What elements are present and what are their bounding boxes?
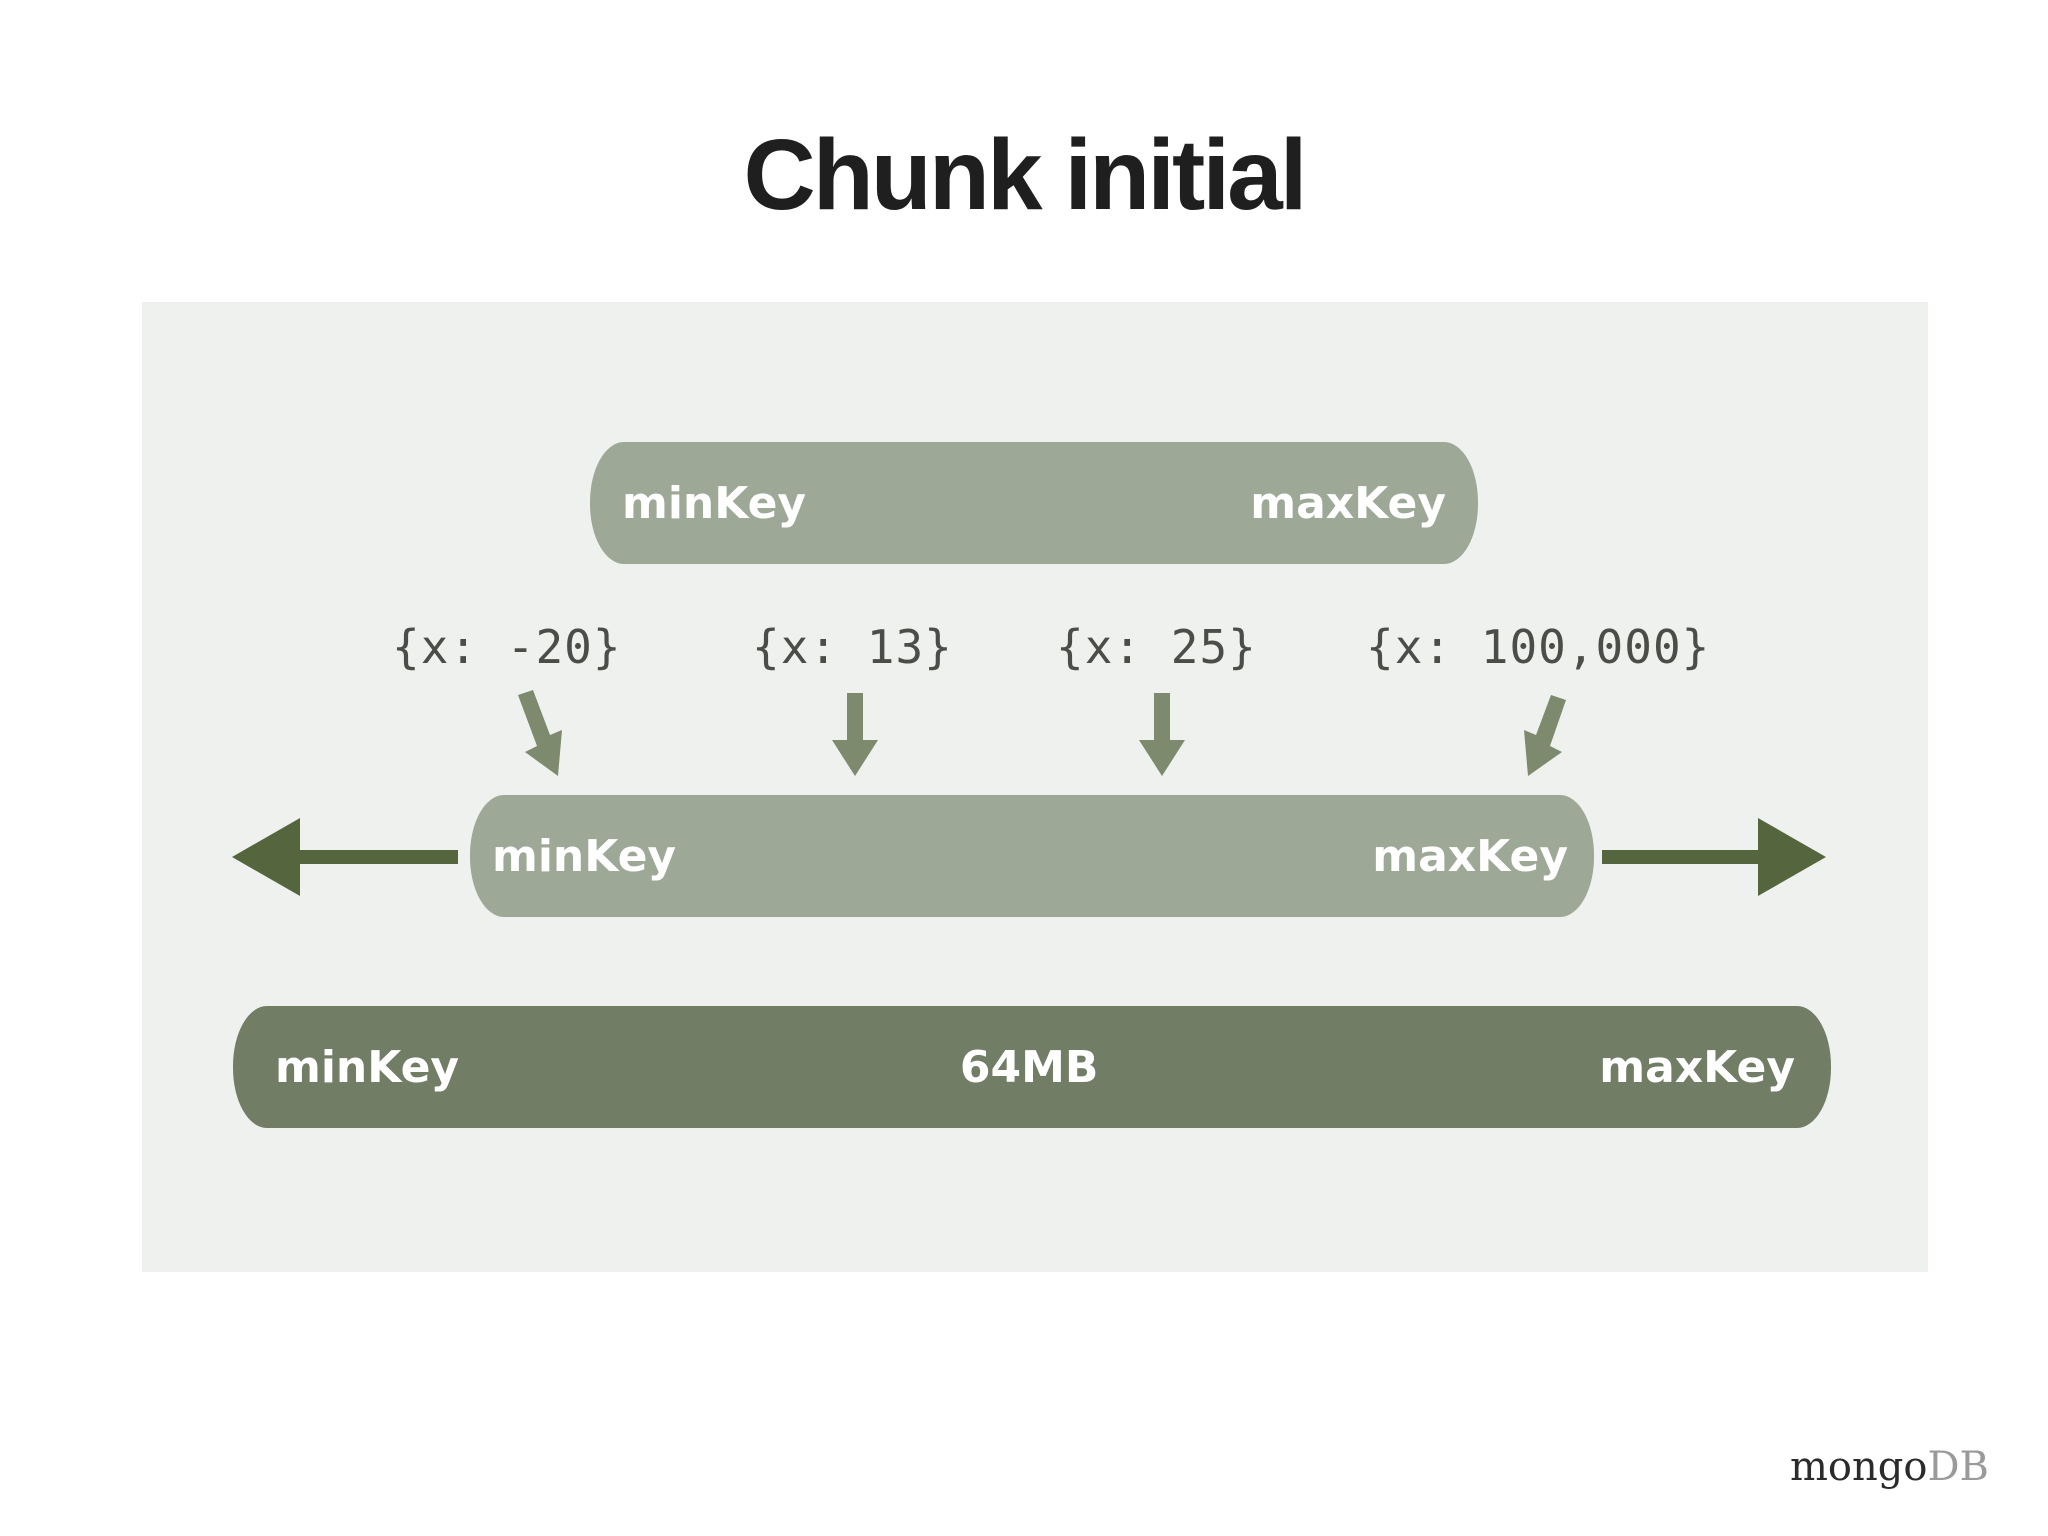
logo-text-mongo: mongo	[1790, 1444, 1928, 1490]
middle-chunk-max-label: maxKey	[1372, 830, 1568, 882]
bottom-chunk-bar: minKey 64MB maxKey	[233, 1006, 1831, 1128]
down-arrow-icon	[1524, 695, 1566, 776]
bottom-chunk-size-label: 64MB	[959, 1041, 1099, 1093]
top-chunk-max-label: maxKey	[1250, 477, 1446, 529]
left-arrow-shaft	[282, 850, 458, 864]
mongodb-logo: mongoDB	[1790, 1444, 1989, 1490]
shard-key-label: {x: 13}	[752, 620, 953, 674]
shard-key-label: {x: 100,000}	[1366, 620, 1711, 674]
middle-chunk-min-label: minKey	[492, 830, 677, 882]
top-chunk-bar: minKey maxKey	[590, 442, 1478, 564]
bottom-chunk-min-label: minKey	[275, 1041, 460, 1093]
left-arrow-icon	[232, 818, 300, 896]
logo-text-db: DB	[1927, 1444, 1989, 1490]
right-arrow-icon	[1758, 818, 1826, 896]
down-arrow-icon	[1139, 693, 1185, 776]
shard-key-label: {x: -20}	[392, 620, 622, 674]
right-arrow-shaft	[1602, 850, 1778, 864]
shard-key-label: {x: 25}	[1056, 620, 1257, 674]
middle-chunk-bar: minKey maxKey	[470, 795, 1594, 917]
down-arrow-icon	[518, 690, 562, 776]
slide-title: Chunk initial	[743, 119, 1308, 231]
bottom-chunk-max-label: maxKey	[1599, 1041, 1795, 1093]
top-chunk-min-label: minKey	[622, 477, 807, 529]
down-arrow-icon	[832, 693, 878, 776]
